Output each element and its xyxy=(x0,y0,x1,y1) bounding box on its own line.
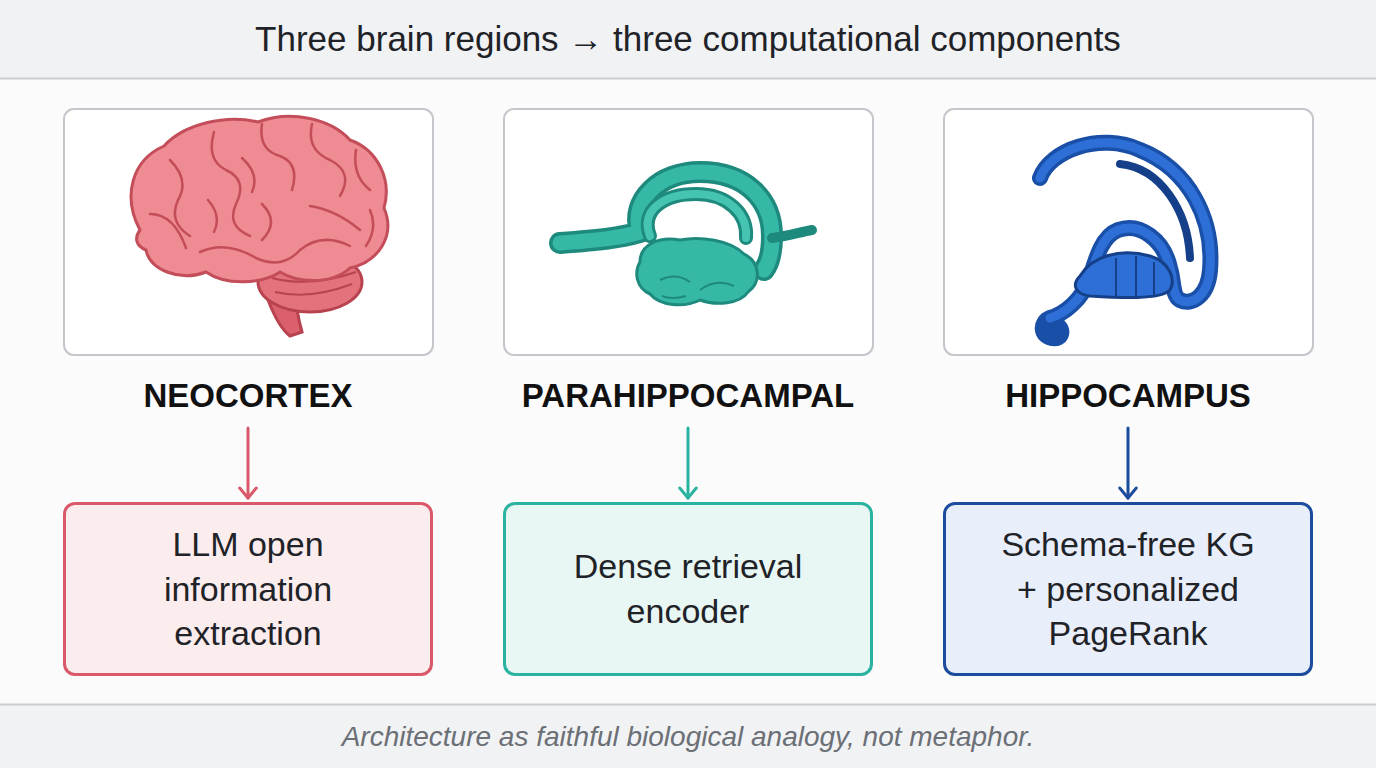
component-box: LLM open information extraction xyxy=(63,502,433,676)
region-node: PARAHIPPOCAMPAL xyxy=(503,108,873,420)
region-heading: PARAHIPPOCAMPAL xyxy=(483,376,893,416)
component-label: Dense retrieval encoder xyxy=(554,544,822,634)
caption-rule xyxy=(0,704,1376,706)
brain-illustration xyxy=(131,116,388,336)
caption-band xyxy=(0,704,1376,768)
component-label: LLM open information extraction xyxy=(114,522,382,657)
flow-arrow xyxy=(1120,428,1137,498)
region-node: HIPPOCAMPUS xyxy=(943,108,1313,420)
region-heading: HIPPOCAMPUS xyxy=(923,376,1333,416)
parahippocampal-illustration xyxy=(560,172,812,305)
component-label: Schema-free KG + personalized PageRank xyxy=(994,522,1262,657)
component-box: Dense retrieval encoder xyxy=(503,502,873,676)
region-heading: NEOCORTEX xyxy=(43,376,453,416)
component-box: Schema-free KG + personalized PageRank xyxy=(943,502,1313,676)
arrow-shaft xyxy=(1127,428,1130,498)
arrow-shaft xyxy=(247,428,250,498)
region-node: NEOCORTEX xyxy=(63,108,433,420)
arrow-head xyxy=(240,488,257,498)
text-stack: Schema-free KG + personalized PageRank xyxy=(994,522,1262,657)
diagram-title: Three brain regions → three computationa… xyxy=(0,0,1376,78)
arrow-shaft xyxy=(687,428,690,498)
title-rule xyxy=(0,78,1376,80)
arrow-head xyxy=(1120,488,1137,498)
illustration-frame xyxy=(64,109,433,355)
text-stack: Dense retrieval encoder xyxy=(554,544,822,634)
diagram-caption: Architecture as faithful biological anal… xyxy=(0,705,1376,768)
illustration-frame xyxy=(504,109,873,355)
illustration-frame xyxy=(944,109,1313,355)
flow-arrow xyxy=(680,428,697,498)
title-band xyxy=(0,0,1376,78)
arrow-head xyxy=(680,488,697,498)
text-stack: LLM open information extraction xyxy=(114,522,382,657)
hippocampus-illustration xyxy=(1040,143,1210,338)
flow-arrow xyxy=(240,428,257,498)
